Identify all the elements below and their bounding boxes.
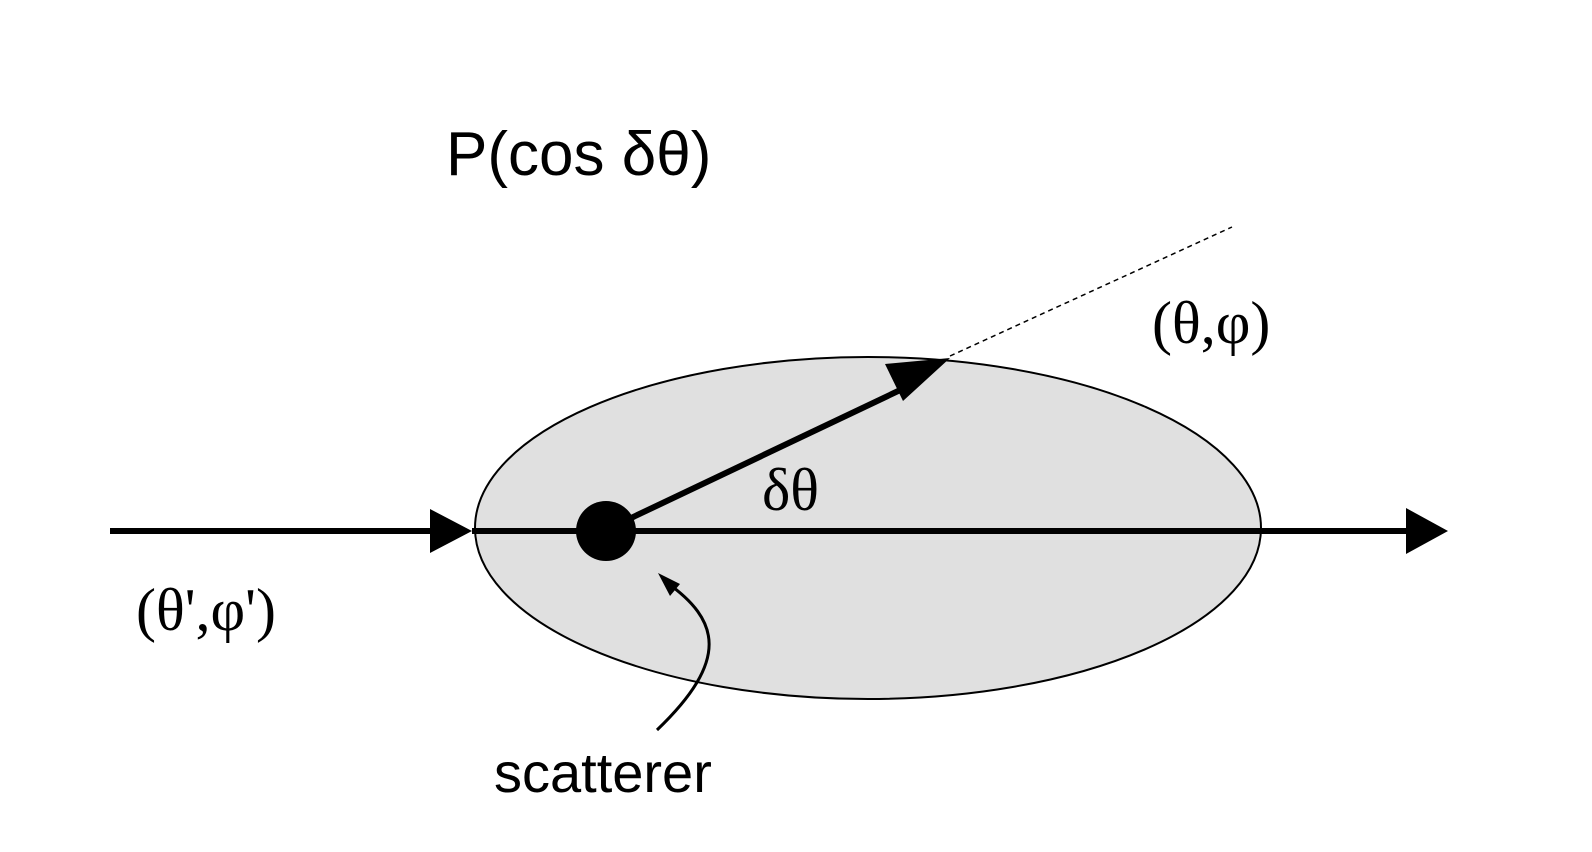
scatter-angle-label: δθ bbox=[762, 457, 819, 523]
scatterer-label: scatterer bbox=[494, 741, 712, 804]
scattered-arrowhead bbox=[885, 358, 950, 401]
scatterer-pointer-arrow bbox=[655, 580, 711, 732]
incoming-arrowhead bbox=[430, 509, 472, 553]
scattered-ray bbox=[608, 380, 917, 531]
scatterer-pointer-arrowhead bbox=[658, 573, 680, 596]
forward-arrowhead bbox=[1406, 508, 1448, 554]
phase-function-label: P(cos δθ) bbox=[446, 120, 711, 189]
outgoing-direction-dashed-line bbox=[949, 226, 1233, 357]
incoming-direction-label: (θ',φ') bbox=[136, 577, 276, 643]
scatterer-dot bbox=[576, 501, 636, 561]
outgoing-direction-label: (θ,φ) bbox=[1152, 290, 1270, 356]
